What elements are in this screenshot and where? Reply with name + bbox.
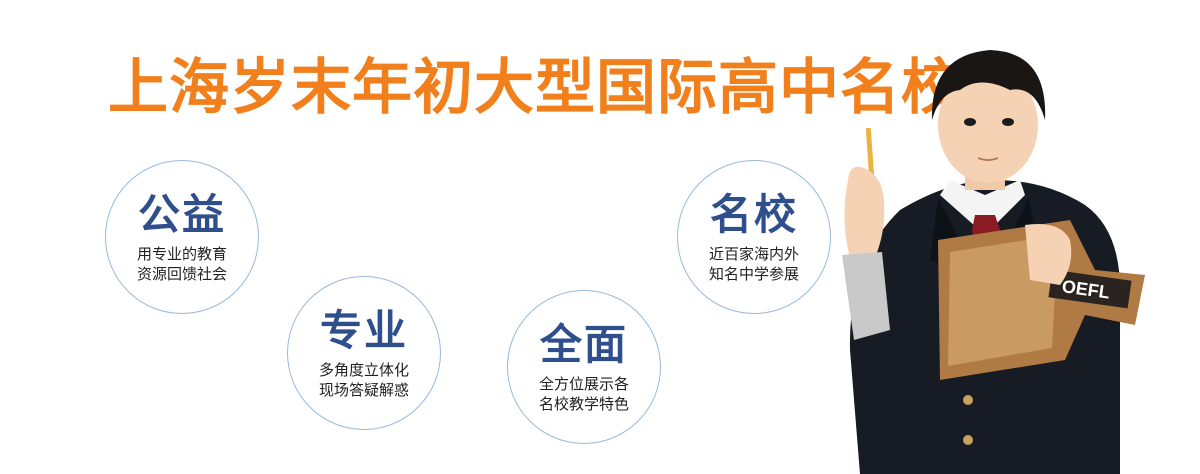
raised-hand [844,166,885,258]
feature-heading: 全面 [539,320,628,369]
shirt-collar [940,180,1025,235]
feature-circle-famous-schools: 名校 近百家海内外 知名中学参展 [677,160,831,314]
feature-text-line: 名校教学特色 [538,395,629,413]
feature-text-line: 资源回馈社会 [136,265,227,283]
blazer-button [963,435,973,445]
book-hand [1025,224,1072,285]
feature-text-line: 现场答疑解惑 [318,381,409,399]
feature-text-line: 多角度立体化 [318,361,409,379]
feature-text-line: 全方位展示各 [538,375,629,393]
feature-circle-professional: 专业 多角度立体化 现场答疑解惑 [287,276,441,430]
feature-heading: 名校 [709,190,798,239]
feature-heading: 公益 [137,190,226,239]
face-shape [938,67,1038,183]
eye-shape [1002,118,1014,126]
feature-circle-public-welfare: 公益 用专业的教育 资源回馈社会 [105,160,259,314]
banner-title: 上海岁末年初大型国际高中名校展 [108,53,1023,123]
raised-sleeve [842,252,890,340]
student-illustration: OEFL [842,50,1145,474]
feature-circle-comprehensive: 全面 全方位展示各 名校教学特色 [507,290,661,444]
feature-heading: 专业 [319,306,408,355]
mouth-shape [977,157,999,161]
eye-shape [964,118,976,126]
feature-text-line: 知名中学参展 [708,265,799,283]
hair-shape [931,50,1046,120]
blazer-button [963,395,973,405]
feature-text-line: 近百家海内外 [708,245,799,263]
feature-text-line: 用专业的教育 [136,245,227,263]
